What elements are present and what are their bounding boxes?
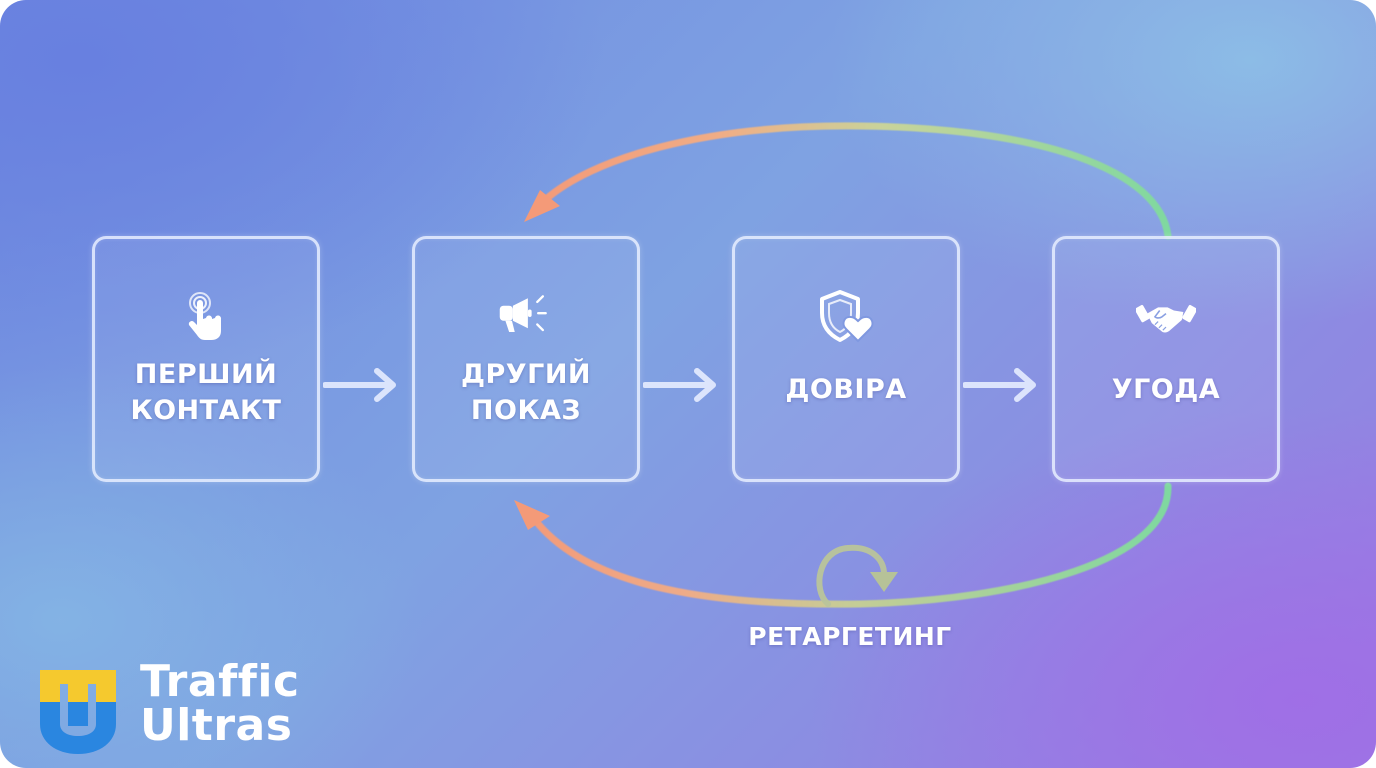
top-loop-arc	[541, 122, 1172, 240]
arrow-right-icon	[963, 368, 1036, 402]
retargeting-mini-loop-arrowhead	[870, 572, 898, 592]
brand-name: Traffic Ultras	[140, 660, 300, 748]
brand-name-line2: Ultras	[140, 700, 293, 751]
step-first-contact: ПЕРШИЙ КОНТАКТ	[92, 236, 320, 482]
tap-finger-icon	[176, 291, 236, 341]
step-second-impression: ДРУГИЙ ПОКАЗ	[412, 236, 640, 482]
megaphone-icon	[496, 291, 556, 341]
traffic-ultras-logo-icon	[40, 670, 116, 754]
bottom-loop-arrowhead	[514, 500, 550, 530]
step-label: ДОВІРА	[785, 374, 907, 405]
retargeting-label: РЕТАРГЕТИНГ	[748, 622, 952, 651]
brand-name-line1: Traffic	[140, 656, 300, 707]
step-label: УГОДА	[1111, 374, 1221, 405]
shield-heart-icon	[816, 290, 876, 343]
arrow-right-icon	[323, 368, 396, 402]
step-trust: ДОВІРА	[732, 236, 960, 482]
handshake-icon	[1136, 291, 1196, 341]
bottom-loop-arc	[531, 482, 1172, 608]
step-label: ПЕРШИЙ КОНТАКТ	[130, 359, 282, 426]
arrow-right-icon	[643, 368, 716, 402]
step-label: ДРУГИЙ ПОКАЗ	[460, 359, 592, 426]
top-loop-arrowhead	[524, 190, 560, 222]
retargeting-mini-loop	[816, 544, 887, 607]
step-deal: УГОДА	[1052, 236, 1280, 482]
